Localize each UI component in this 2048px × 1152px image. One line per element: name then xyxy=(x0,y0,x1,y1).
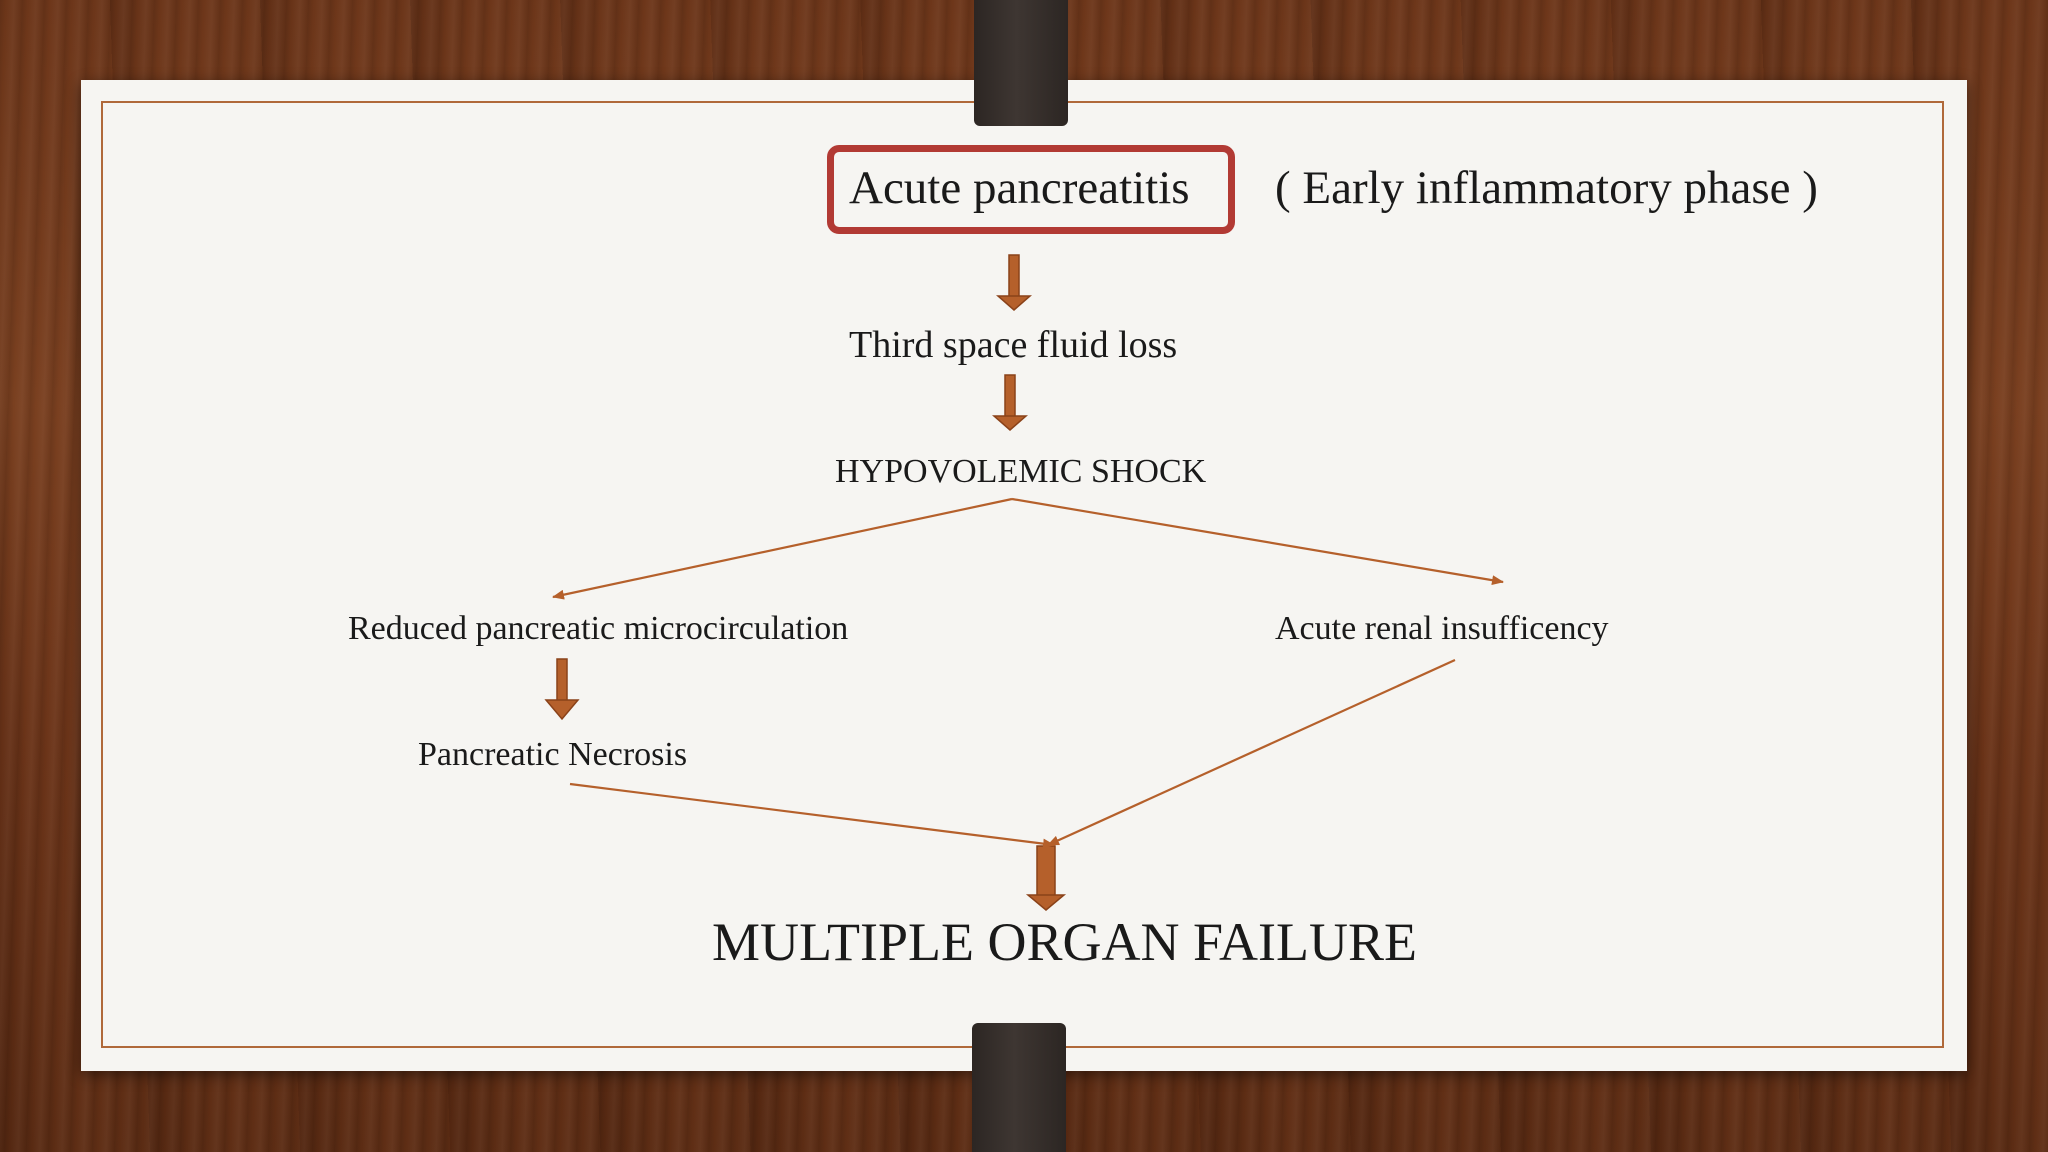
shock-node: HYPOVOLEMIC SHOCK xyxy=(835,453,1207,490)
bottom-clip xyxy=(972,1023,1066,1152)
arrow-fluid-to-shock xyxy=(992,374,1028,431)
start-node-label: Acute pancreatitis xyxy=(849,162,1190,214)
arrow-start-to-fluid xyxy=(996,254,1032,311)
connector-renal-to-outcome xyxy=(1047,658,1456,847)
connector-shock-to-renal xyxy=(1011,497,1504,586)
renal-node: Acute renal insufficency xyxy=(1275,610,1609,647)
phase-note: ( Early inflammatory phase ) xyxy=(1275,162,1818,214)
necrosis-node: Pancreatic Necrosis xyxy=(418,736,688,773)
slide-card xyxy=(81,80,1967,1071)
arrow-to-outcome xyxy=(1025,845,1067,911)
top-clip xyxy=(974,0,1068,126)
outcome-node: MULTIPLE ORGAN FAILURE xyxy=(712,912,1418,972)
connector-shock-to-micro xyxy=(552,497,1013,600)
connector-necrosis-to-outcome xyxy=(569,782,1055,849)
start-highlight-box xyxy=(827,145,1235,234)
microcirculation-node: Reduced pancreatic microcirculation xyxy=(348,610,849,647)
fluid-loss-node: Third space fluid loss xyxy=(849,324,1178,366)
arrow-micro-to-necrosis xyxy=(544,658,580,721)
